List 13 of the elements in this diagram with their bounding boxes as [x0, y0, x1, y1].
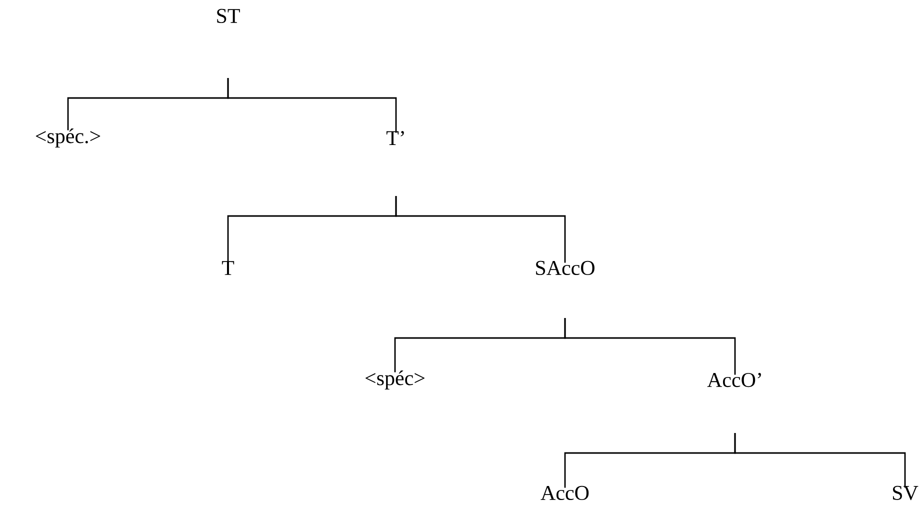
- category-label: SAccO: [536, 260, 594, 276]
- tree-branch: [564, 318, 736, 375]
- category-label: <spéc>: [366, 370, 424, 390]
- category-label: ST: [217, 8, 240, 24]
- category-label: T’: [386, 131, 404, 145]
- category-label: AccO: [540, 486, 589, 500]
- tree-branch: [395, 196, 566, 263]
- tree-branch: [227, 78, 397, 133]
- category-label: AccO’: [707, 372, 761, 388]
- tree-branch: [734, 433, 906, 488]
- category-label: <spéc.>: [36, 128, 100, 148]
- category-label: T: [222, 261, 234, 275]
- category-label: SV: [893, 486, 918, 500]
